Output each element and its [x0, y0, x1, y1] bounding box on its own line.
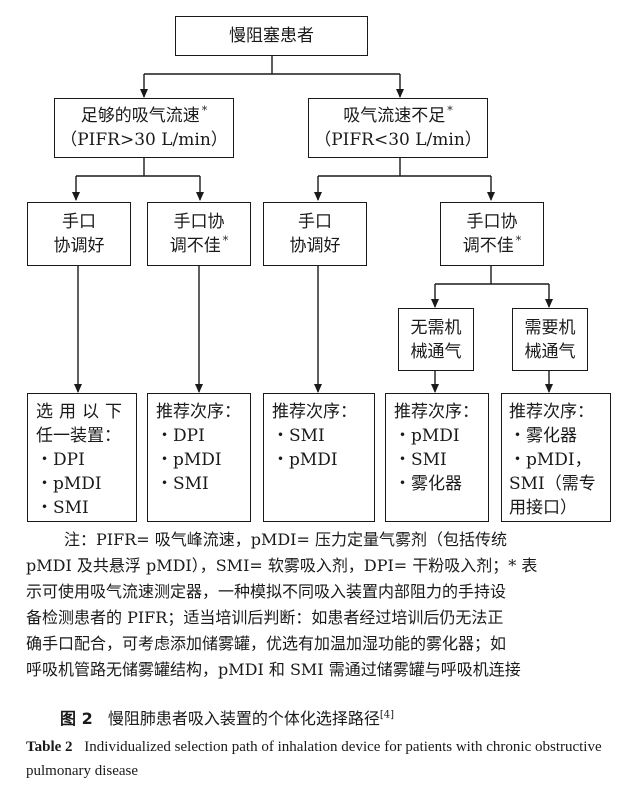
root-label: 慢阻塞患者 [229, 26, 314, 46]
result-item: ・pMDI [394, 426, 460, 446]
sufficient-flow-node: 足够的吸气流速* （PIFR>30 L/min） [54, 98, 234, 158]
good-coordination-line1: 手口 [62, 212, 96, 232]
good-coordination-node-left: 手口 协调好 [27, 202, 131, 266]
figure-note: 注：PIFR= 吸气峰流速，pMDI= 压力定量气雾剂（包括传统 pMDI 及共… [26, 527, 618, 683]
result-line: 推荐次序： [156, 402, 241, 422]
poor-coordination-line2: 调不佳 [169, 236, 221, 256]
good-coordination-line2: 协调好 [53, 236, 105, 256]
result-item: 用接口） [509, 498, 577, 518]
ventilation-line1: 需要机 [524, 317, 576, 338]
result-box-1: 选用以下 任一装置： ・DPI ・pMDI ・SMI [27, 393, 137, 522]
result-box-2: 推荐次序： ・DPI ・pMDI ・SMI [147, 393, 251, 522]
figure-title: 慢阻肺患者吸入装置的个体化选择路径 [107, 709, 380, 728]
result-item: ・DPI [36, 450, 85, 470]
result-item: ・雾化器 [509, 426, 577, 446]
result-item: ・SMI [36, 498, 89, 518]
poor-coordination-line1: 手口协 [466, 212, 518, 232]
ventilation-node: 需要机 械通气 [512, 308, 588, 371]
result-item: ・SMI [272, 426, 325, 446]
result-item: ・SMI [156, 474, 209, 494]
insufficient-flow-node: 吸气流速不足* （PIFR<30 L/min） [308, 98, 488, 158]
note-line: 备检测患者的 PIFR；适当培训后判断：如患者经过培训后仍无法正 [26, 608, 504, 627]
result-line: 推荐次序： [272, 402, 357, 422]
good-coordination-line1: 手口 [298, 212, 332, 232]
note-line: 注：PIFR= 吸气峰流速，pMDI= 压力定量气雾剂（包括传统 [64, 530, 507, 549]
insufficient-flow-criterion: （PIFR<30 L/min） [314, 130, 482, 150]
result-item: ・pMDI [156, 450, 222, 470]
asterisk-mark: * [222, 234, 229, 248]
sufficient-flow-criterion: （PIFR>30 L/min） [60, 130, 228, 150]
note-line: 确手口配合，可考虑添加储雾罐，优选有加温加湿功能的雾化器；如 [26, 634, 507, 653]
result-item: ・pMDI [272, 450, 338, 470]
poor-coordination-line2: 调不佳 [462, 236, 514, 256]
flow-arrows [72, 56, 553, 393]
result-item: SMI（需专 [509, 474, 596, 494]
poor-coordination-line1: 手口协 [173, 212, 225, 232]
poor-coordination-node-left: 手口协 调不佳* [147, 202, 251, 266]
asterisk-mark: * [201, 104, 208, 118]
result-item: ・DPI [156, 426, 205, 446]
result-item: ・SMI [394, 450, 447, 470]
good-coordination-line2: 协调好 [289, 236, 341, 256]
result-item: ・pMDI [36, 474, 102, 494]
result-box-3: 推荐次序： ・SMI ・pMDI [263, 393, 375, 522]
poor-coordination-node-right: 手口协 调不佳* [440, 202, 544, 266]
figure-label: 图 2 [60, 709, 93, 728]
good-coordination-node-right: 手口 协调好 [263, 202, 367, 266]
insufficient-flow-label: 吸气流速不足 [343, 106, 446, 126]
root-node: 慢阻塞患者 [175, 16, 368, 56]
note-line: 呼吸机管路无储雾罐结构，pMDI 和 SMI 需通过储雾罐与呼吸机连接 [26, 660, 521, 679]
result-box-5: 推荐次序： ・雾化器 ・pMDI， SMI（需专 用接口） [501, 393, 611, 522]
no-ventilation-line2: 械通气 [410, 341, 462, 362]
sufficient-flow-label: 足够的吸气流速 [80, 106, 200, 126]
reference-mark: [4] [379, 709, 394, 721]
result-line: 推荐次序： [509, 402, 594, 422]
result-line: 任一装置： [36, 426, 121, 446]
figure-title-english: Individualized selection path of inhalat… [26, 739, 602, 779]
result-line: 选用以下 [36, 402, 128, 422]
asterisk-mark: * [515, 234, 522, 248]
note-line: pMDI 及共悬浮 pMDI），SMI= 软雾吸入剂，DPI= 干粉吸入剂；* … [26, 556, 538, 575]
figure-caption-english: Table 2 Individualized selection path of… [26, 735, 618, 783]
result-item: ・pMDI， [509, 450, 592, 470]
note-line: 示可使用吸气流速测定器，一种模拟不同吸入装置内部阻力的手持设 [26, 582, 507, 601]
figure-caption: 图 2 慢阻肺患者吸入装置的个体化选择路径[4] [60, 705, 394, 729]
asterisk-mark: * [447, 104, 453, 118]
figure-label-english: Table 2 [26, 739, 73, 755]
no-ventilation-node: 无需机 械通气 [398, 308, 474, 371]
no-ventilation-line1: 无需机 [410, 317, 462, 338]
result-line: 推荐次序： [394, 402, 479, 422]
result-item: ・雾化器 [394, 474, 462, 494]
result-box-4: 推荐次序： ・pMDI ・SMI ・雾化器 [385, 393, 489, 522]
ventilation-line2: 械通气 [524, 341, 576, 362]
